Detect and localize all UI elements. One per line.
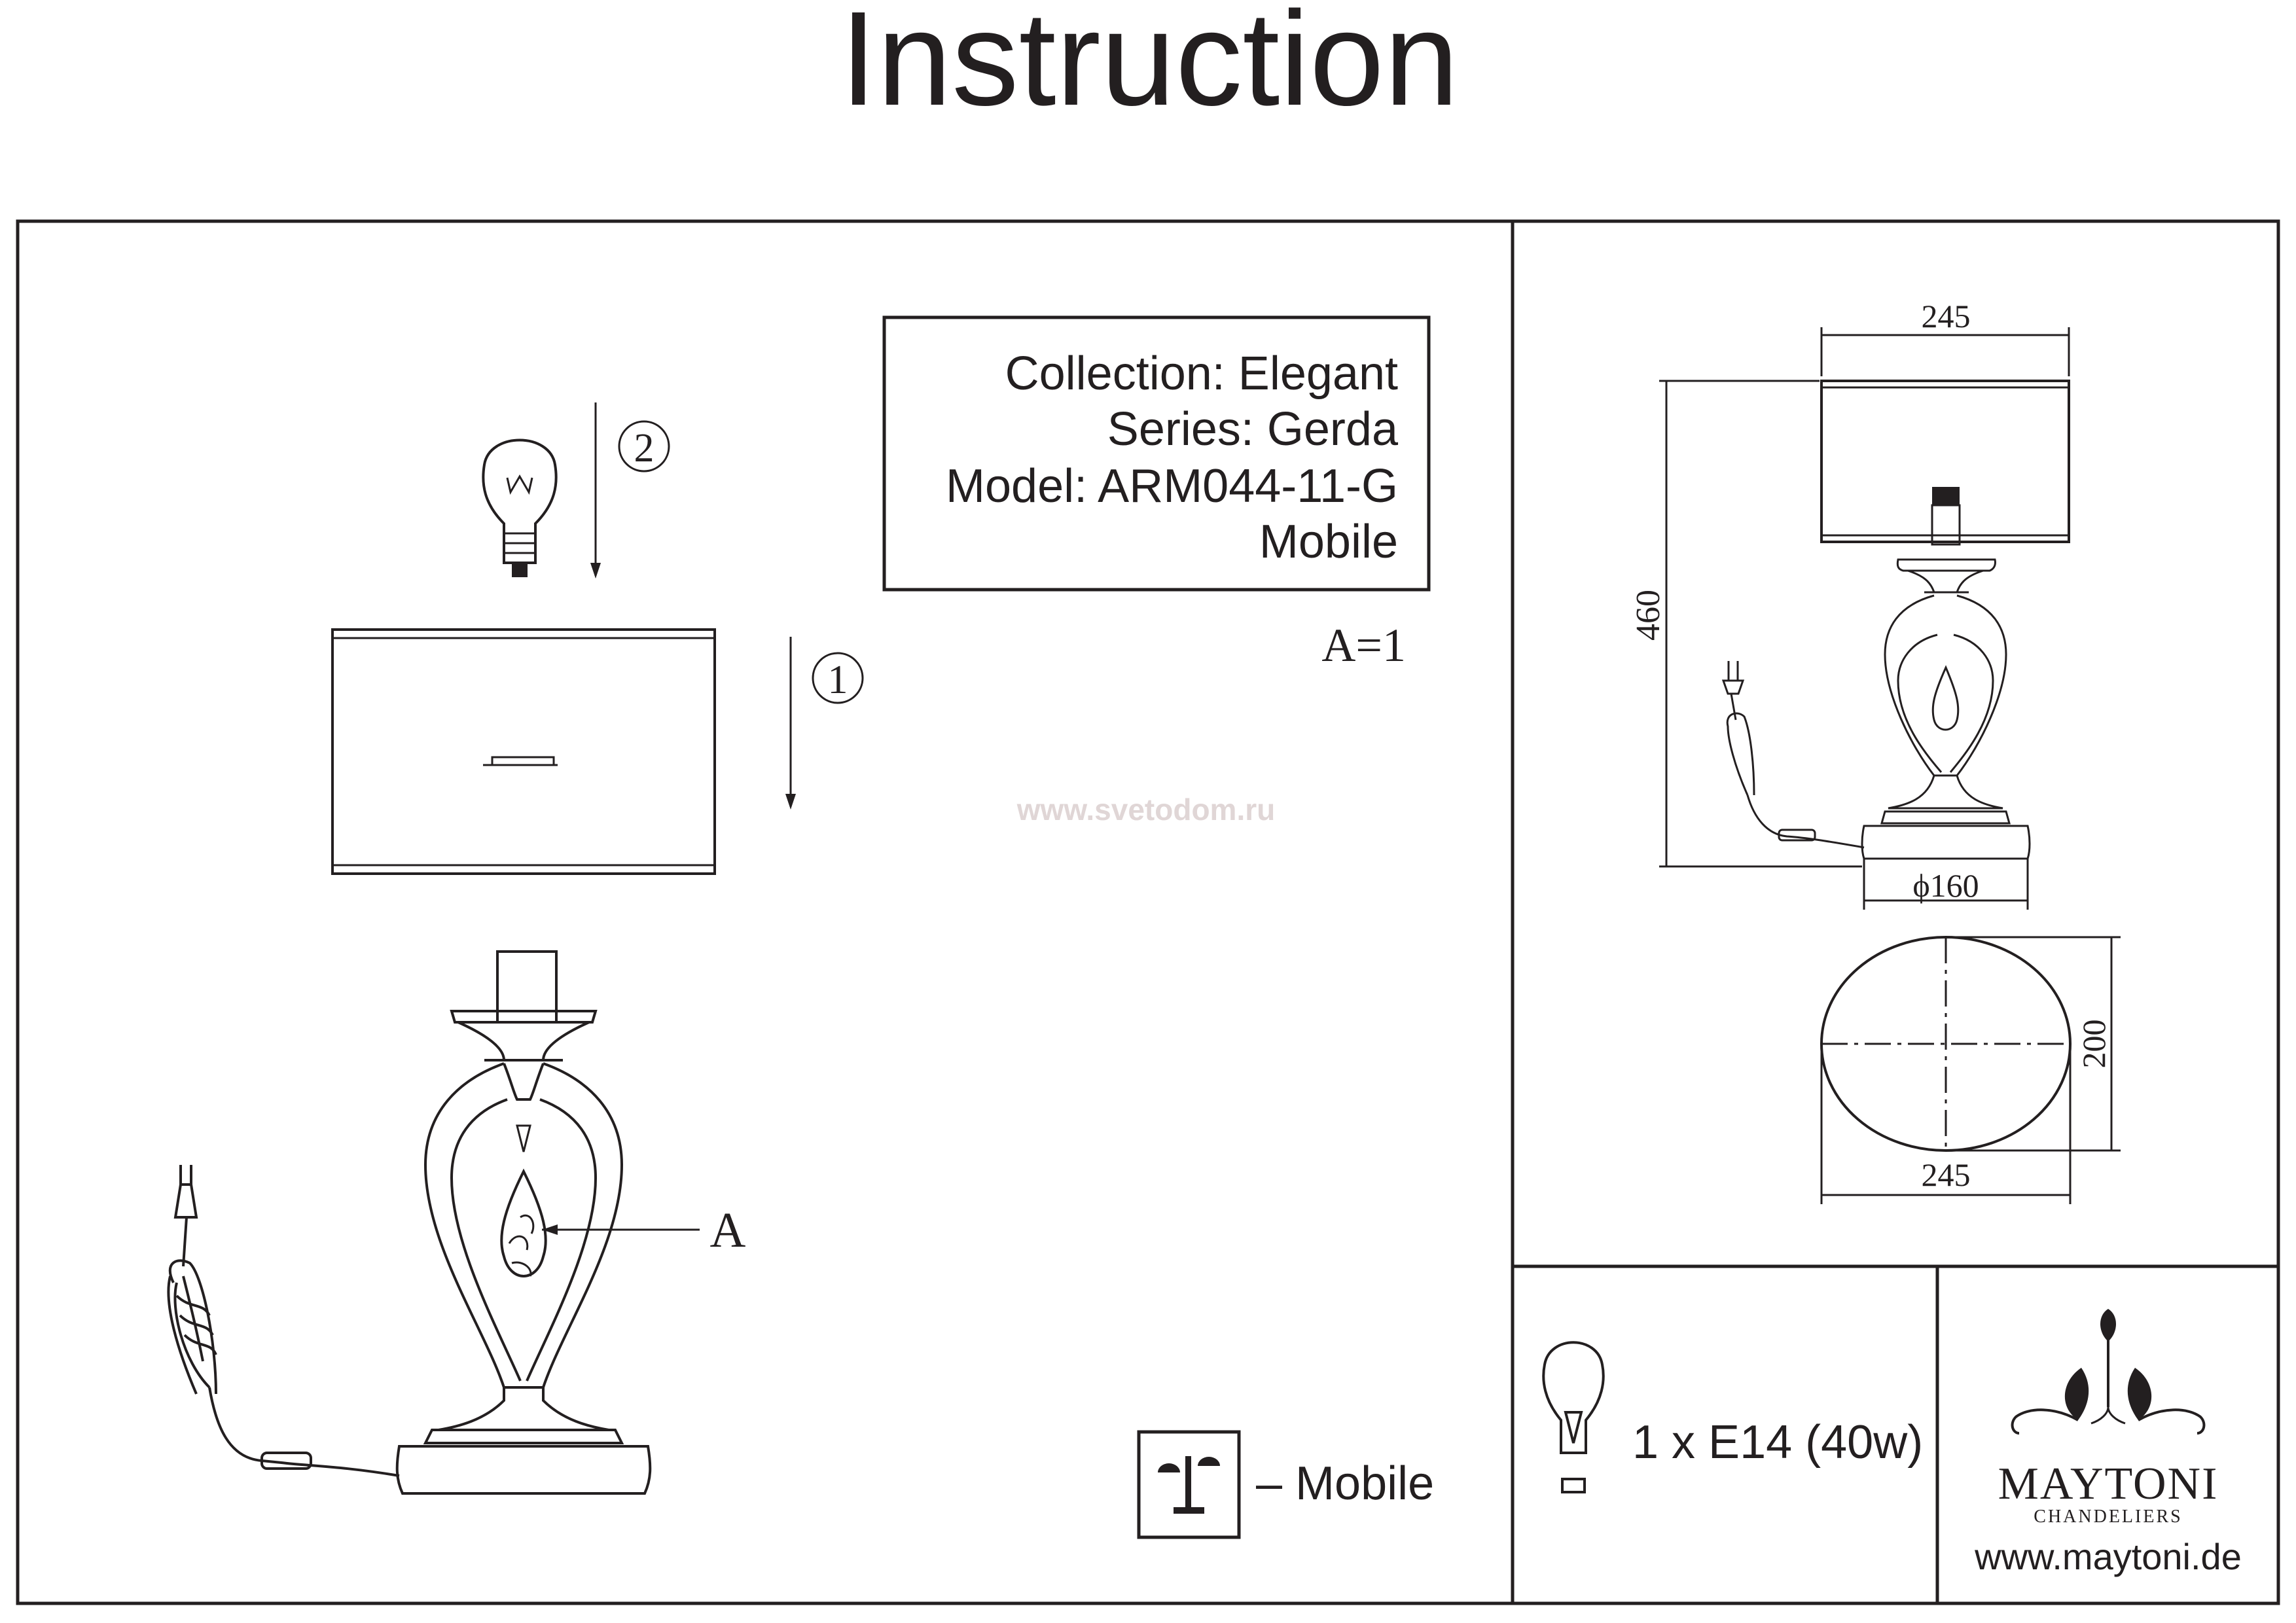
mobile-label: – Mobile: [1256, 1457, 1434, 1510]
bulb-spec: 1 x E14 (40w): [1632, 1416, 1923, 1469]
part-count: A=1: [1321, 619, 1406, 671]
bulb-icon: [482, 438, 558, 577]
page-title: Instruction: [840, 0, 1459, 134]
top-depth-dim: 200: [2075, 1020, 2112, 1069]
brand-name: MAYTONI: [1998, 1459, 2219, 1509]
brand-website[interactable]: www.maytoni.de: [1974, 1536, 2242, 1577]
top-width-dim: 245: [1922, 1156, 1971, 1193]
shade-width-dim: 245: [1922, 298, 1971, 334]
step-2-number: 2: [634, 426, 655, 471]
collection-text: Collection: Elegant: [1005, 348, 1398, 400]
step-1-marker: [812, 652, 864, 704]
outer-frame: [16, 219, 2280, 1605]
brand-tagline: CHANDELIERS: [2034, 1507, 2182, 1527]
front-view-drawing: [1659, 327, 2070, 910]
type-text: Mobile: [1259, 516, 1398, 568]
arrow-down-icon: [590, 402, 601, 579]
lampshade-drawing: [331, 628, 716, 875]
light-bulb-icon: [1542, 1341, 1605, 1493]
base-diameter-dim: ϕ160: [1912, 867, 1979, 904]
height-dim: 460: [1630, 590, 1667, 641]
step-2-marker: [618, 420, 670, 473]
arrow-down-icon: [785, 637, 796, 810]
lamp-base-drawing: [167, 950, 652, 1495]
maytoni-logo-emblem: [2011, 1309, 2206, 1435]
part-a-label: A: [710, 1203, 746, 1258]
mobile-lamp-icon: [1137, 1430, 1241, 1539]
info-box: Collection: Elegant Series: Gerda Model:…: [882, 315, 1431, 592]
model-text: Model: ARM044-11-G: [946, 460, 1398, 512]
series-text: Series: Gerda: [1107, 403, 1399, 455]
step-1-number: 1: [828, 658, 848, 702]
watermark: www.svetodom.ru: [1016, 793, 1275, 827]
top-view-drawing: [1820, 936, 2121, 1204]
